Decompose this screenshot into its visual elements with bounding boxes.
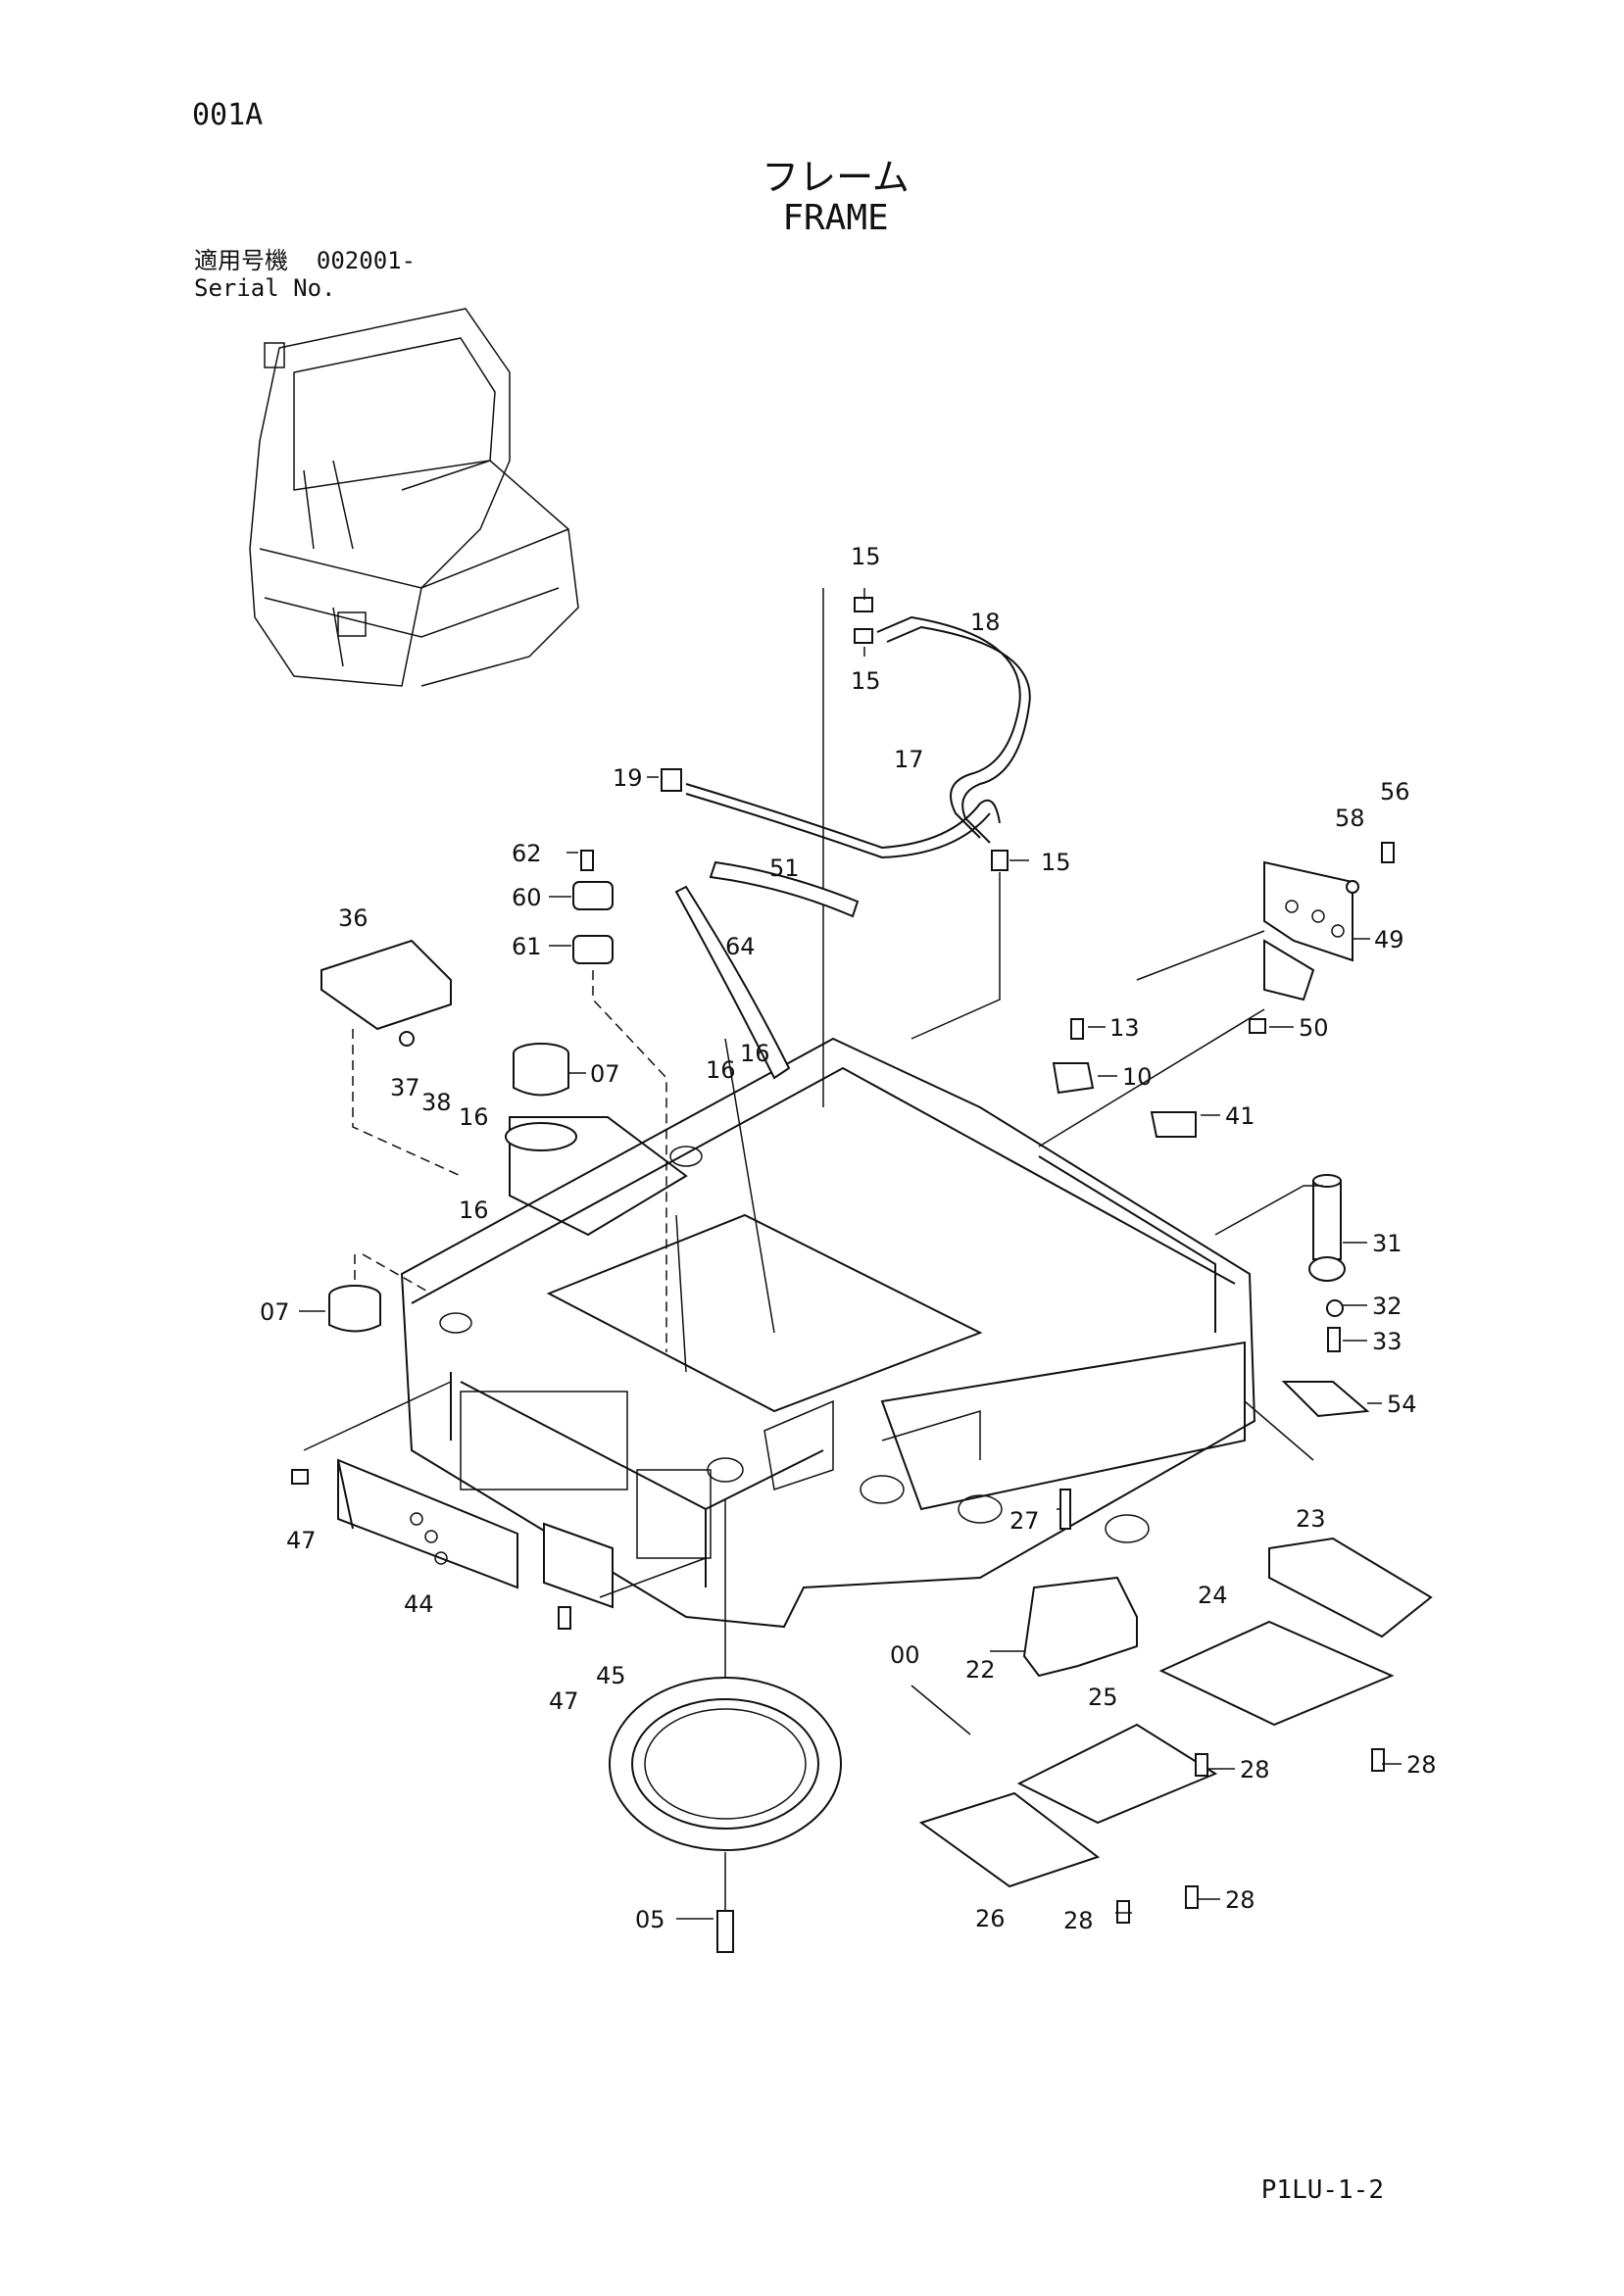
page-code: 001A [192,98,264,132]
cover-44 [291,1381,518,1589]
callout-49: 49 [1374,926,1404,953]
callout-27: 27 [1009,1507,1040,1535]
serial-label-en: Serial No. [194,274,336,302]
callout-58: 58 [1335,805,1365,832]
callout-61: 61 [512,933,542,960]
page-reference: P1LU-1-2 [1260,2175,1384,2205]
callout-47-bottom: 47 [549,1687,579,1715]
callout-32: 32 [1372,1293,1403,1320]
callout-25: 25 [1088,1684,1118,1711]
leader-lines [299,588,1402,1920]
callout-51: 51 [769,855,800,882]
callout-50: 50 [1299,1014,1329,1042]
callout-41: 41 [1225,1102,1255,1130]
rubber-mount-07-upper [505,1043,577,1151]
callout-07-lower: 07 [260,1298,290,1326]
callout-16-a: 16 [706,1056,736,1084]
callout-00: 00 [890,1641,920,1669]
plate-45 [543,1522,707,1630]
callout-15-right: 15 [1041,849,1071,876]
callout-60: 60 [512,884,542,911]
plates-60-61 [572,850,667,1352]
hose-assembly [661,588,1031,1107]
callout-16-d: 16 [459,1197,489,1224]
machine-thumbnail [249,308,579,687]
callout-19: 19 [613,764,643,792]
strips-51-64 [674,860,860,1373]
callout-56: 56 [1380,778,1410,806]
bracket-22 [1022,1489,1138,1678]
callout-64: 64 [725,933,756,960]
callout-37: 37 [390,1074,420,1101]
callout-45: 45 [596,1662,626,1689]
callout-16-b: 16 [740,1040,770,1067]
callout-16-c: 16 [459,1103,489,1131]
callout-54: 54 [1387,1391,1417,1418]
callout-10: 10 [1122,1063,1153,1091]
serial-block: 適用号機 002001- Serial No. [194,247,416,302]
rubber-mount-07-lower [328,1253,432,1333]
pin-31 [1214,1174,1346,1352]
callout-31: 31 [1372,1230,1403,1257]
serial-label-jp: 適用号機 [194,247,288,274]
callout-18: 18 [970,609,1001,636]
cover-36 [320,939,462,1177]
callout-22: 22 [965,1656,996,1684]
callout-15-top: 15 [851,543,881,570]
callout-28-bottom-right: 28 [1225,1886,1255,1914]
callout-05: 05 [635,1906,665,1933]
callout-28-right: 28 [1406,1751,1437,1779]
swing-bearing [609,1499,971,1953]
bracket-49 [1038,842,1395,1148]
callout-28-bottom-left: 28 [1063,1907,1094,1934]
title-japanese: フレーム [762,156,910,199]
callout-33: 33 [1372,1328,1403,1355]
callout-17: 17 [894,746,924,773]
serial-row-jp: 適用号機 002001- [194,247,416,274]
callout-47-left: 47 [286,1527,317,1554]
callout-labels: 15 15 18 17 19 15 56 58 49 50 62 60 61 5… [260,543,1437,1934]
callout-28-mid: 28 [1240,1756,1270,1783]
callout-15-mid: 15 [851,667,881,695]
callout-13: 13 [1109,1014,1140,1042]
pad-54 [1244,1381,1370,1461]
small-parts [1052,1018,1197,1138]
callout-24: 24 [1198,1582,1228,1609]
callout-23: 23 [1296,1505,1326,1533]
title-english: FRAME [782,198,889,238]
callout-26: 26 [975,1905,1006,1932]
callout-44: 44 [404,1590,434,1618]
callout-36: 36 [338,904,369,932]
callout-62: 62 [512,840,542,867]
callout-07-upper: 07 [590,1060,620,1088]
callout-38: 38 [421,1089,452,1116]
serial-value: 002001- [316,247,417,274]
under-covers [918,1537,1433,1924]
